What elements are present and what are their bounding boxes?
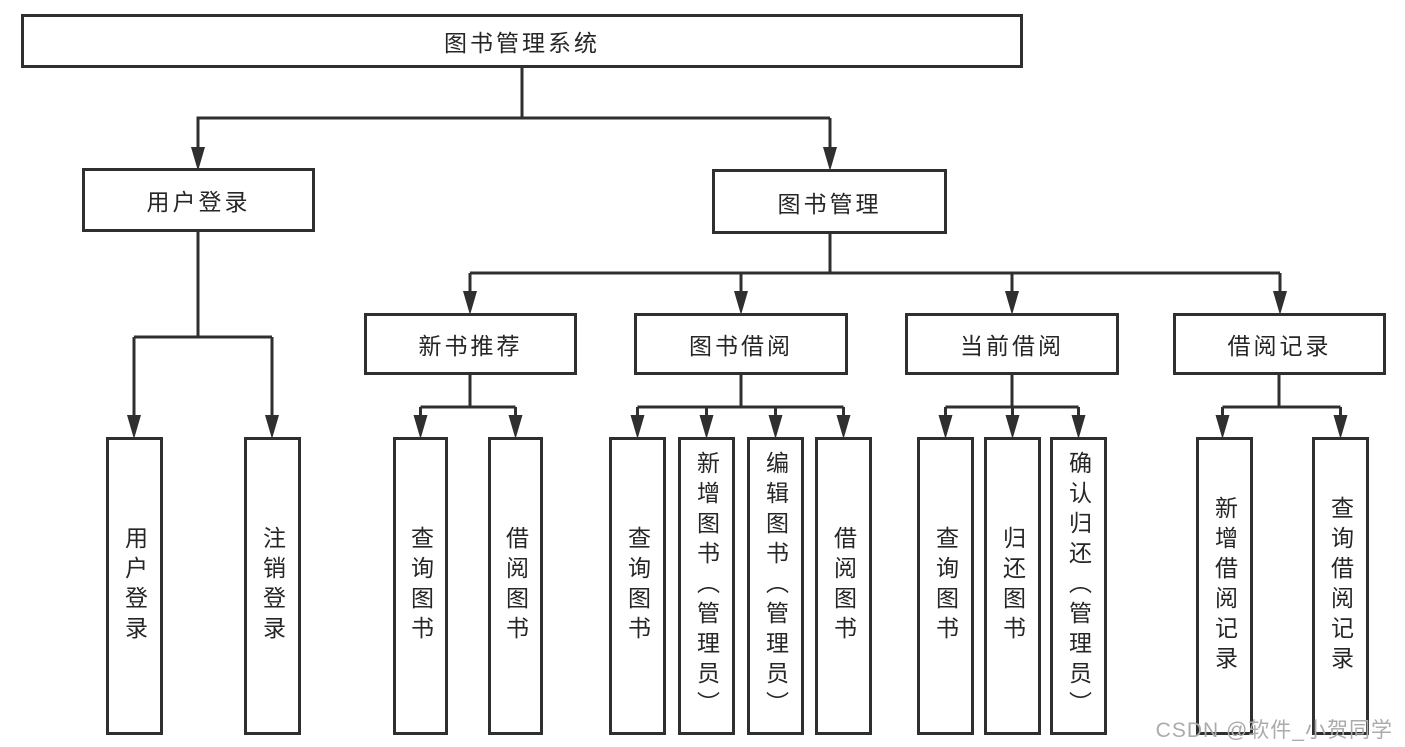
node-borrow-records: 借阅记录	[1173, 313, 1386, 375]
leaf-borrow-add-book-admin: 新增图书（管理员）	[678, 437, 735, 735]
leaf-current-confirm-return-admin: 确认归还（管理员）	[1050, 437, 1107, 735]
csdn-watermark: CSDN @软件_小贺同学	[1155, 719, 1393, 742]
node-new-book-recommend: 新书推荐	[364, 313, 577, 375]
leaf-user-login: 用户登录	[106, 437, 163, 735]
leaf-recommend-query-book: 查询图书	[393, 437, 448, 735]
leaf-borrow-borrow-book: 借阅图书	[815, 437, 872, 735]
leaf-borrow-query-book: 查询图书	[609, 437, 666, 735]
leaf-logout-login: 注销登录	[244, 437, 301, 735]
leaf-borrow-edit-book-admin: 编辑图书（管理员）	[747, 437, 804, 735]
node-current-borrow: 当前借阅	[905, 313, 1119, 375]
node-root: 图书管理系统	[21, 14, 1023, 68]
leaf-records-add-record: 新增借阅记录	[1196, 437, 1253, 735]
node-user-login: 用户登录	[82, 168, 315, 232]
leaf-records-query-record: 查询借阅记录	[1312, 437, 1369, 735]
node-book-borrow: 图书借阅	[634, 313, 848, 375]
leaf-recommend-borrow-book: 借阅图书	[488, 437, 543, 735]
leaf-current-query-book: 查询图书	[917, 437, 974, 735]
leaf-current-return-book: 归还图书	[984, 437, 1041, 735]
node-book-management: 图书管理	[712, 169, 947, 234]
